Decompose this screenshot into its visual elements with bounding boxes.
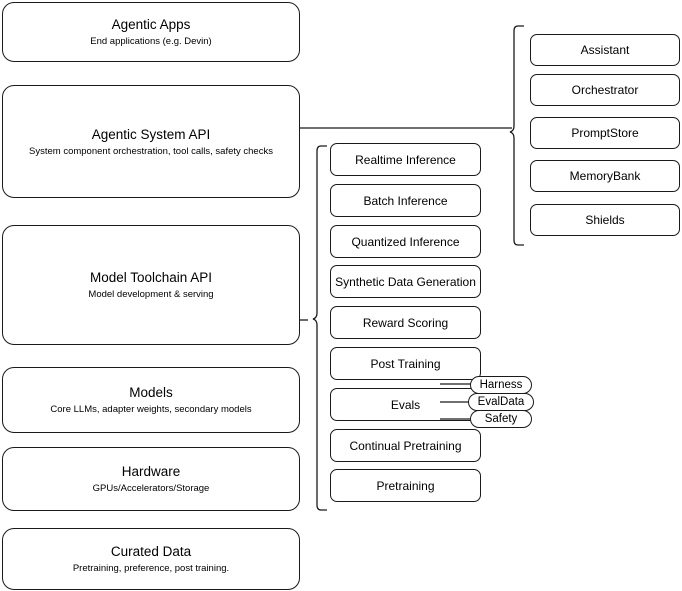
capability-label: Batch Inference — [363, 193, 448, 208]
layer-title: Hardware — [121, 464, 181, 479]
capability-post-training[interactable]: Post Training — [330, 347, 481, 380]
evals-badge-evaldata[interactable]: EvalData — [468, 393, 534, 411]
layer-subtitle: GPUs/Accelerators/Storage — [92, 483, 210, 494]
evals-badge-harness[interactable]: Harness — [470, 376, 532, 394]
capability-batch-inference[interactable]: Batch Inference — [330, 184, 481, 217]
layer-subtitle: System component orchestration, tool cal… — [29, 145, 273, 157]
agentic-components-bracket — [509, 25, 524, 246]
layer-title: Agentic System API — [91, 126, 211, 142]
component-label: PromptStore — [571, 126, 639, 140]
capability-continual-pretraining[interactable]: Continual Pretraining — [330, 429, 481, 462]
toolchain-capabilities-bracket — [312, 145, 327, 511]
layer-agentic-system-api[interactable]: Agentic System API System component orch… — [2, 85, 300, 198]
layer-subtitle: Model development & serving — [88, 289, 214, 300]
component-label: Assistant — [580, 43, 630, 57]
capability-quantized-inference[interactable]: Quantized Inference — [330, 225, 481, 258]
capability-reward-scoring[interactable]: Reward Scoring — [330, 306, 481, 339]
layer-title: Curated Data — [110, 544, 192, 559]
component-memorybank[interactable]: MemoryBank — [530, 160, 680, 192]
component-shields[interactable]: Shields — [530, 204, 680, 236]
capability-label: Synthetic Data Generation — [335, 274, 476, 289]
capability-synthetic-data-generation[interactable]: Synthetic Data Generation — [330, 265, 481, 298]
component-label: Shields — [585, 213, 625, 227]
component-label: MemoryBank — [569, 169, 641, 183]
capability-label: Reward Scoring — [362, 315, 449, 330]
capability-label: Quantized Inference — [351, 234, 460, 249]
badge-label: Harness — [479, 379, 523, 391]
layer-models[interactable]: Models Core LLMs, adapter weights, secon… — [2, 367, 300, 433]
capability-realtime-inference[interactable]: Realtime Inference — [330, 143, 481, 176]
component-assistant[interactable]: Assistant — [530, 34, 680, 66]
capability-label: Realtime Inference — [355, 152, 456, 167]
badge-label: Safety — [484, 413, 518, 425]
capability-label: Continual Pretraining — [349, 438, 462, 453]
capability-label: Post Training — [370, 356, 441, 371]
layer-subtitle: Pretraining, preference, post training. — [72, 563, 230, 574]
capability-label: Evals — [390, 397, 421, 412]
capability-evals[interactable]: Evals — [330, 388, 481, 421]
capability-pretraining[interactable]: Pretraining — [330, 469, 481, 502]
layer-hardware[interactable]: Hardware GPUs/Accelerators/Storage — [2, 447, 300, 511]
component-label: Orchestrator — [571, 83, 639, 97]
layer-title: Model Toolchain API — [89, 270, 213, 285]
layer-subtitle: End applications (e.g. Devin) — [90, 36, 212, 47]
layer-curated-data[interactable]: Curated Data Pretraining, preference, po… — [2, 528, 300, 590]
component-promptstore[interactable]: PromptStore — [530, 117, 680, 149]
badge-label: EvalData — [477, 396, 525, 408]
layer-subtitle: Core LLMs, adapter weights, secondary mo… — [50, 404, 252, 415]
layer-model-toolchain-api[interactable]: Model Toolchain API Model development & … — [2, 225, 300, 345]
component-orchestrator[interactable]: Orchestrator — [530, 74, 680, 106]
evals-badge-safety[interactable]: Safety — [470, 410, 532, 428]
layer-agentic-apps[interactable]: Agentic Apps End applications (e.g. Devi… — [2, 2, 300, 62]
layer-title: Agentic Apps — [111, 17, 191, 32]
layer-title: Models — [129, 385, 173, 400]
capability-label: Pretraining — [376, 478, 435, 493]
